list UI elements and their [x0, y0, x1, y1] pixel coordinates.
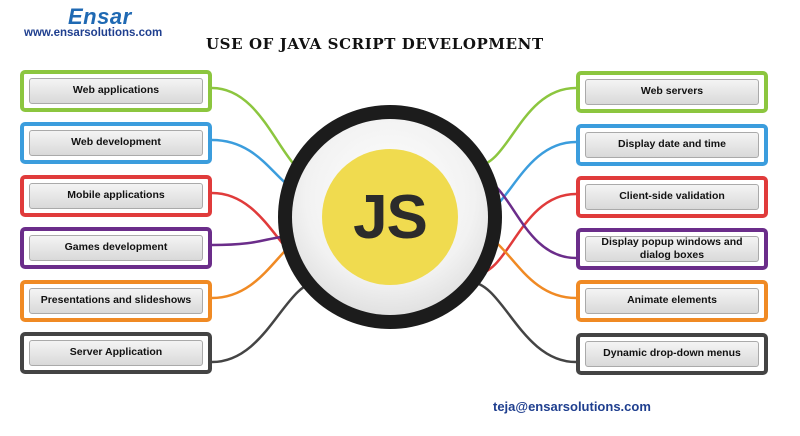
use-box-label: Server Application	[29, 340, 203, 366]
connector-right-5	[469, 280, 577, 364]
use-box-label: Web applications	[29, 78, 203, 104]
contact-email[interactable]: teja@ensarsolutions.com	[493, 399, 651, 414]
js-logo-circle	[322, 149, 458, 285]
use-box-animate-elements: Animate elements	[576, 280, 768, 322]
use-box-mobile-applications: Mobile applications	[20, 175, 212, 217]
use-box-label: Mobile applications	[29, 183, 203, 209]
use-box-games-development: Games development	[20, 227, 212, 269]
use-box-server-application: Server Application	[20, 332, 212, 374]
use-box-dropdown-menus: Dynamic drop-down menus	[576, 333, 768, 375]
use-box-label: Games development	[29, 235, 203, 261]
use-box-label: Client-side validation	[585, 184, 759, 210]
company-logo: Ensar	[68, 4, 132, 29]
use-box-client-side-validation: Client-side validation	[576, 176, 768, 218]
use-box-label: Presentations and slideshows	[29, 288, 203, 314]
use-box-web-servers: Web servers	[576, 71, 768, 113]
company-url[interactable]: www.ensarsolutions.com	[24, 27, 163, 39]
use-box-label: Animate elements	[585, 288, 759, 314]
connector-right-0	[475, 86, 577, 168]
connector-left-5	[211, 280, 319, 364]
use-box-label: Display popup windows and dialog boxes	[585, 236, 759, 262]
use-box-presentations: Presentations and slideshows	[20, 280, 212, 322]
use-box-label: Dynamic drop-down menus	[585, 341, 759, 367]
use-box-web-development: Web development	[20, 122, 212, 164]
use-box-popup-windows: Display popup windows and dialog boxes	[576, 228, 768, 270]
js-logo-text: JS	[353, 182, 428, 252]
use-box-display-date-time: Display date and time	[576, 124, 768, 166]
use-box-label: Web development	[29, 130, 203, 156]
use-box-label: Display date and time	[585, 132, 759, 158]
use-box-label: Web servers	[585, 79, 759, 105]
use-box-web-applications: Web applications	[20, 70, 212, 112]
page-title: USE OF JAVA SCRIPT DEVELOPMENT	[206, 35, 544, 53]
